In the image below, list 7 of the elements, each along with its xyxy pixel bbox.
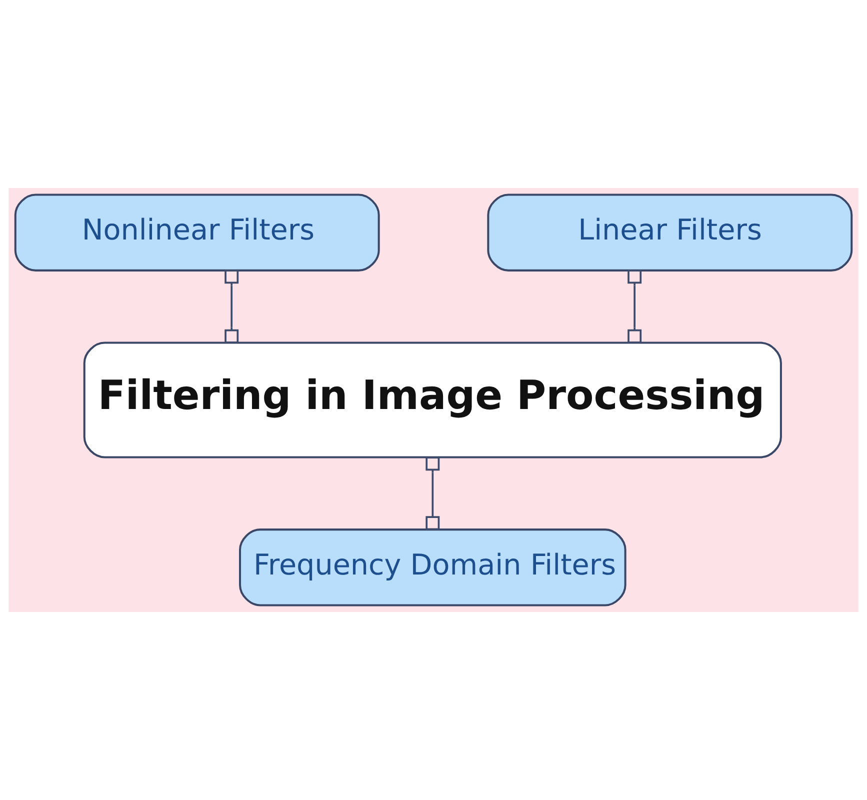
node-box: Nonlinear Filters	[14, 194, 380, 272]
connector	[224, 270, 239, 344]
node-box: Frequency Domain Filters	[239, 528, 626, 606]
node-box: Filtering in Image Processing	[83, 342, 782, 458]
connector	[426, 456, 440, 530]
connector	[628, 270, 642, 344]
node-box: Linear Filters	[487, 194, 853, 272]
